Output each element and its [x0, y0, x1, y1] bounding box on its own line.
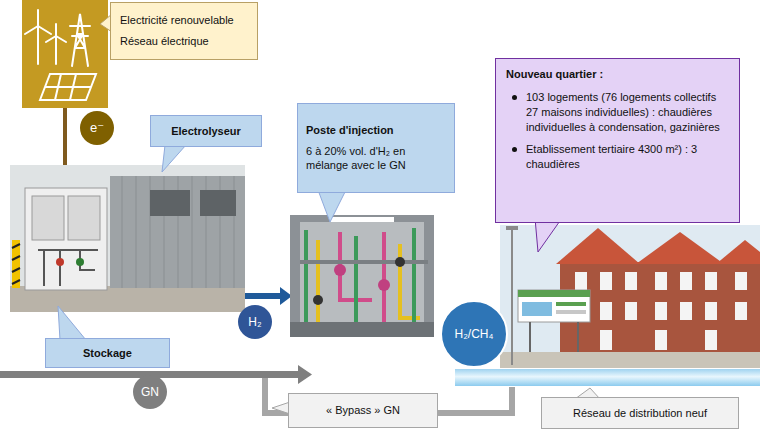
callout-pointer — [58, 306, 86, 340]
distribution-network — [455, 369, 760, 386]
box-text: « Bypass » GN — [297, 403, 429, 418]
info-box: Nouveau quartier : 103 logements (76 loge… — [495, 58, 740, 223]
callout-box: Poste d'injection 6 à 20% vol. d'H₂ en mé… — [297, 103, 455, 193]
box-text: 103 logements (76 logements collectifs 2… — [506, 90, 729, 135]
callout-box: « Bypass » GN — [288, 393, 438, 428]
box-text: GN — [141, 384, 159, 400]
box-text: Electricité renouvelable — [120, 13, 248, 28]
callout-pointer — [162, 145, 186, 172]
callout-pointer — [318, 190, 346, 222]
box-text: Etablissement tertiaire 4300 m²) : 3 cha… — [506, 142, 729, 172]
box-text: e⁻ — [90, 119, 104, 137]
box-heading: Electrolyseur — [159, 124, 253, 139]
callout-pointer — [535, 218, 562, 252]
flow-circle: H₂/CH₄ — [440, 300, 508, 368]
box-text: H₂ — [248, 314, 261, 330]
callout-box: Electricité renouvelableRéseau électriqu… — [110, 2, 258, 60]
box-heading: Nouveau quartier : — [506, 67, 729, 82]
box-text: 6 à 20% vol. d'H₂ en mélange avec le GN — [306, 144, 446, 174]
box-text: H₂/CH₄ — [455, 326, 494, 342]
flow-circle: e⁻ — [80, 111, 114, 145]
flow-circle: H₂ — [238, 305, 272, 339]
callout-box: Electrolyseur — [150, 115, 262, 147]
flow-circle: GN — [133, 375, 167, 409]
box-heading: Stockage — [54, 346, 161, 361]
box-text: Réseau électrique — [120, 34, 248, 49]
callout-box: Réseau de distribution neuf — [541, 397, 739, 429]
callout-box: Stockage — [45, 338, 170, 368]
injection-photo — [290, 215, 434, 337]
arrowhead — [298, 365, 312, 384]
box-heading: Poste d'injection — [306, 123, 446, 138]
box-text: Réseau de distribution neuf — [550, 406, 730, 421]
hydrogen-pipe — [245, 293, 281, 299]
energy-icon — [22, 0, 108, 108]
power-line — [63, 108, 67, 166]
electrolyser-photo — [10, 165, 245, 312]
